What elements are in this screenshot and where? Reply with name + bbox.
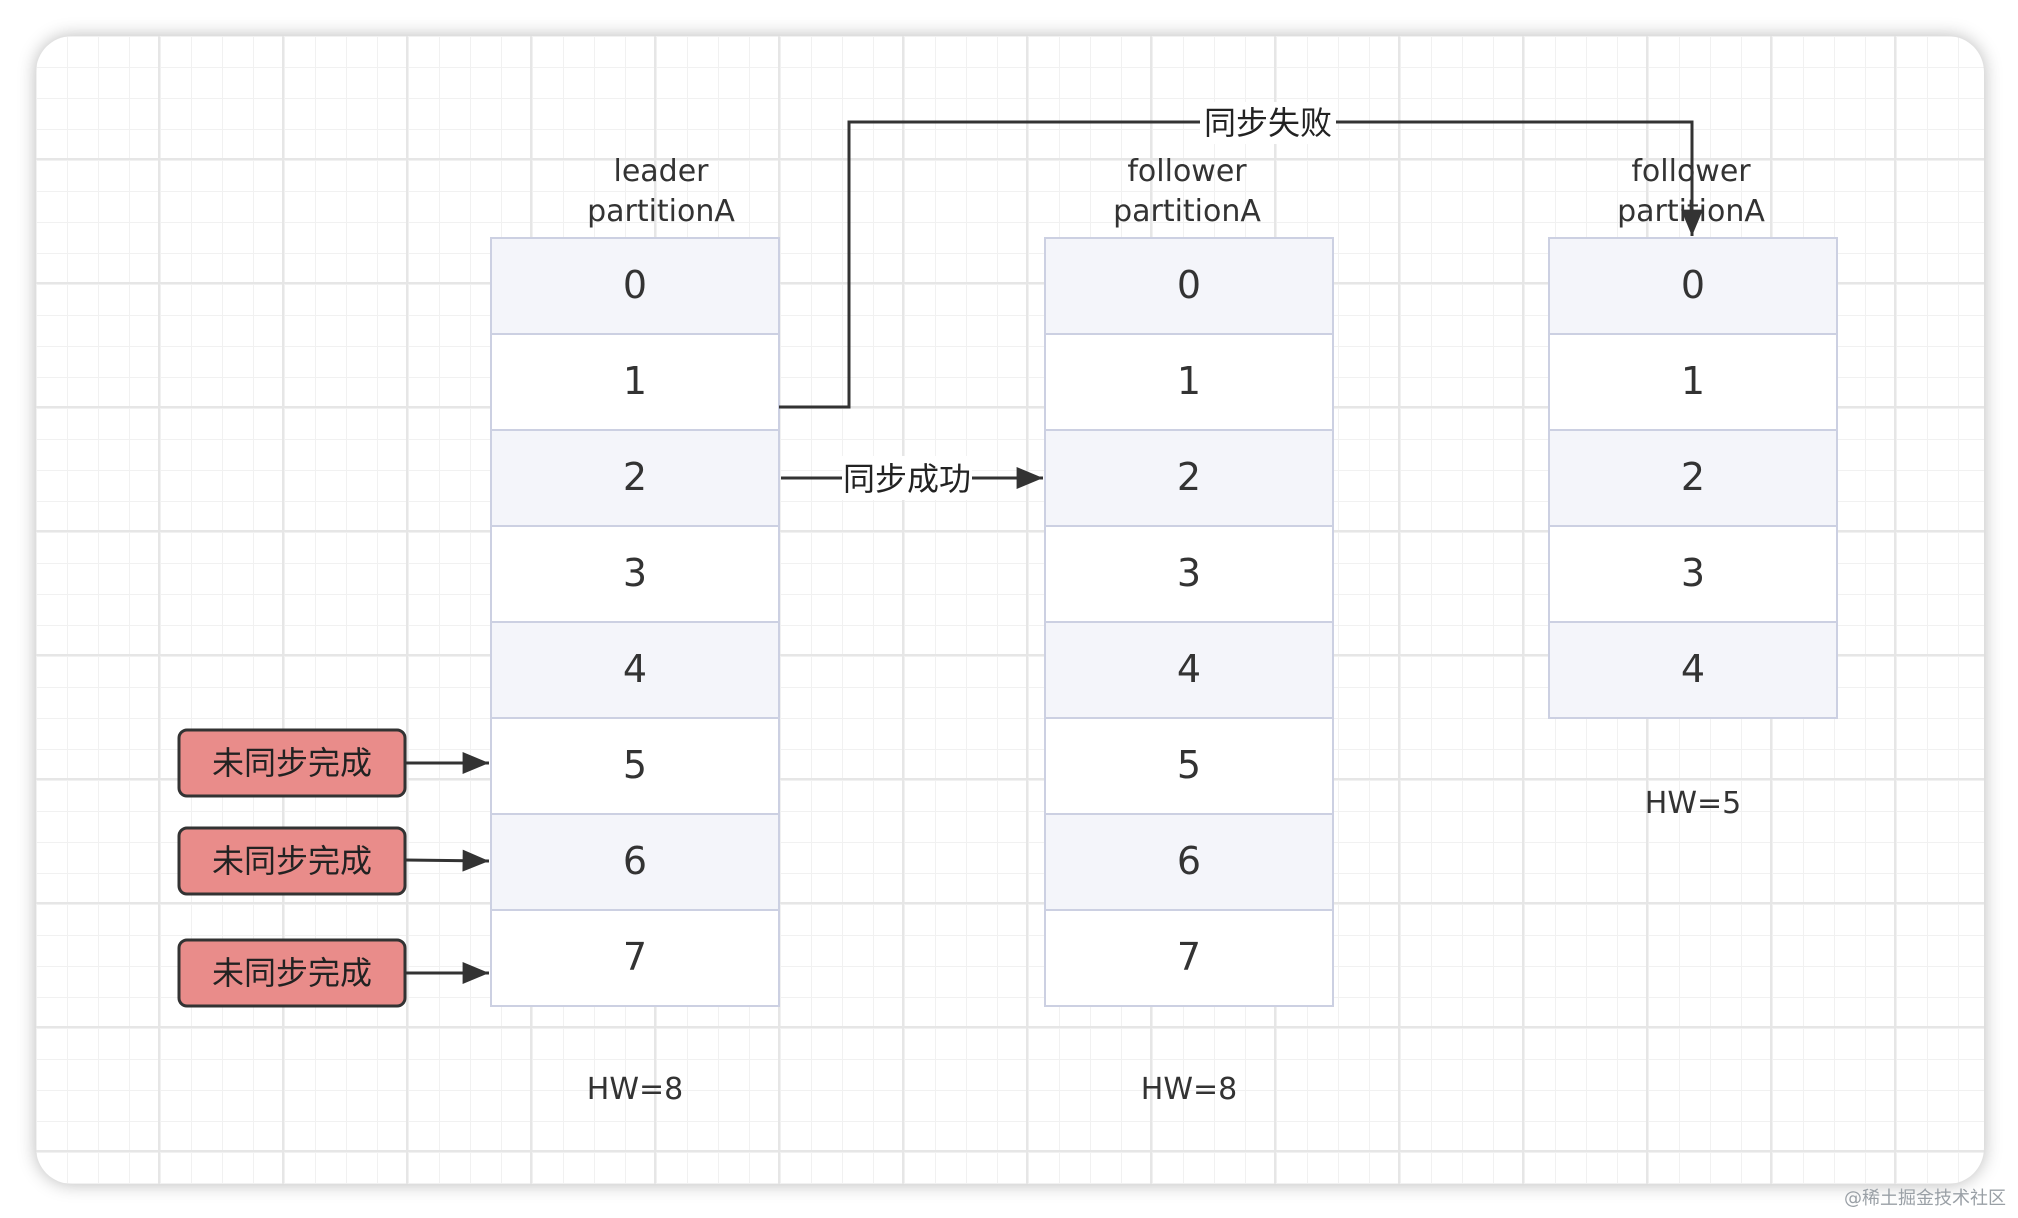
partition-cell-offset: 3	[1177, 551, 1201, 595]
status-arrow	[404, 849, 490, 872]
partition-cell	[490, 429, 780, 527]
partition-cell-offset: 5	[1177, 743, 1201, 787]
partition-cell-offset: 3	[1681, 551, 1705, 595]
edge-sync-success-label: 同步成功	[843, 460, 971, 498]
partition-cell	[490, 813, 780, 911]
partition-cell-offset: 0	[1681, 263, 1705, 307]
partition-cell-offset: 6	[1177, 839, 1201, 883]
partition-cell-offset: 4	[1681, 647, 1705, 691]
partition-cell	[1548, 525, 1838, 623]
partition-cell-offset: 1	[1177, 359, 1201, 403]
partition-header-line2: partitionA	[587, 194, 735, 229]
partition-cell-offset: 4	[623, 647, 647, 691]
unsynced-status-label: 未同步完成	[212, 954, 372, 992]
partition-header-line2: partitionA	[1113, 194, 1261, 229]
partition-cell	[1548, 333, 1838, 431]
status-box-3: 未同步完成	[177, 938, 489, 1008]
unsynced-status-label: 未同步完成	[212, 744, 372, 782]
edge-sync-failure: 同步失败	[779, 102, 1703, 409]
partition-cell-offset: 4	[1177, 647, 1201, 691]
partition-follower-1: follower partitionA 0 1 2 3 4 5 6 7 HW=8	[1044, 154, 1334, 1107]
high-watermark-label: HW=5	[1645, 786, 1741, 821]
partition-cell-offset: 1	[623, 359, 647, 403]
edge-label-background	[842, 456, 972, 500]
edge-sync-failure-label: 同步失败	[1204, 104, 1332, 142]
edge-sync-failure-path	[779, 120, 1703, 409]
partition-cell	[490, 621, 780, 719]
partition-cell-offset: 1	[1681, 359, 1705, 403]
partition-cell	[1044, 909, 1334, 1007]
edge-label-background	[1200, 102, 1336, 144]
watermark-text: @稀土掘金技术社区	[1844, 1188, 2006, 1209]
high-watermark-label: HW=8	[587, 1072, 683, 1107]
partition-cell-offset: 3	[623, 551, 647, 595]
partition-cell-offset: 5	[623, 743, 647, 787]
partition-cell-offset: 7	[1177, 935, 1201, 979]
partition-cell-offset: 7	[623, 935, 647, 979]
partition-cell-offset: 6	[623, 839, 647, 883]
partition-cell	[1044, 813, 1334, 911]
partition-cell	[1044, 333, 1334, 431]
partition-cell-offset: 2	[1177, 455, 1201, 499]
partition-cell-offset: 0	[1177, 263, 1201, 307]
partition-cell	[1548, 429, 1838, 527]
partition-cell	[1548, 237, 1838, 335]
partition-header-line1: follower	[1127, 154, 1247, 189]
partition-header-line1: leader	[613, 154, 709, 189]
partition-cell	[490, 717, 780, 815]
partition-cell-offset: 2	[1681, 455, 1705, 499]
unsynced-status-label: 未同步完成	[212, 842, 372, 880]
partition-cell	[490, 909, 780, 1007]
partition-leader: leader partitionA 0 1 2 3 4 5 6 7 HW=8	[490, 154, 780, 1107]
status-box-2: 未同步完成	[177, 826, 490, 896]
partition-cell	[1044, 525, 1334, 623]
partition-cell	[1044, 621, 1334, 719]
partition-cell	[490, 333, 780, 431]
partition-cell-offset: 2	[623, 455, 647, 499]
partition-cell-offset: 0	[623, 263, 647, 307]
partition-cell	[1044, 429, 1334, 527]
edge-sync-success: 同步成功	[781, 456, 1043, 500]
partition-cell	[490, 525, 780, 623]
high-watermark-label: HW=8	[1141, 1072, 1237, 1107]
partition-cell	[1548, 621, 1838, 719]
partition-cell	[1044, 717, 1334, 815]
status-box-1: 未同步完成	[177, 728, 489, 798]
